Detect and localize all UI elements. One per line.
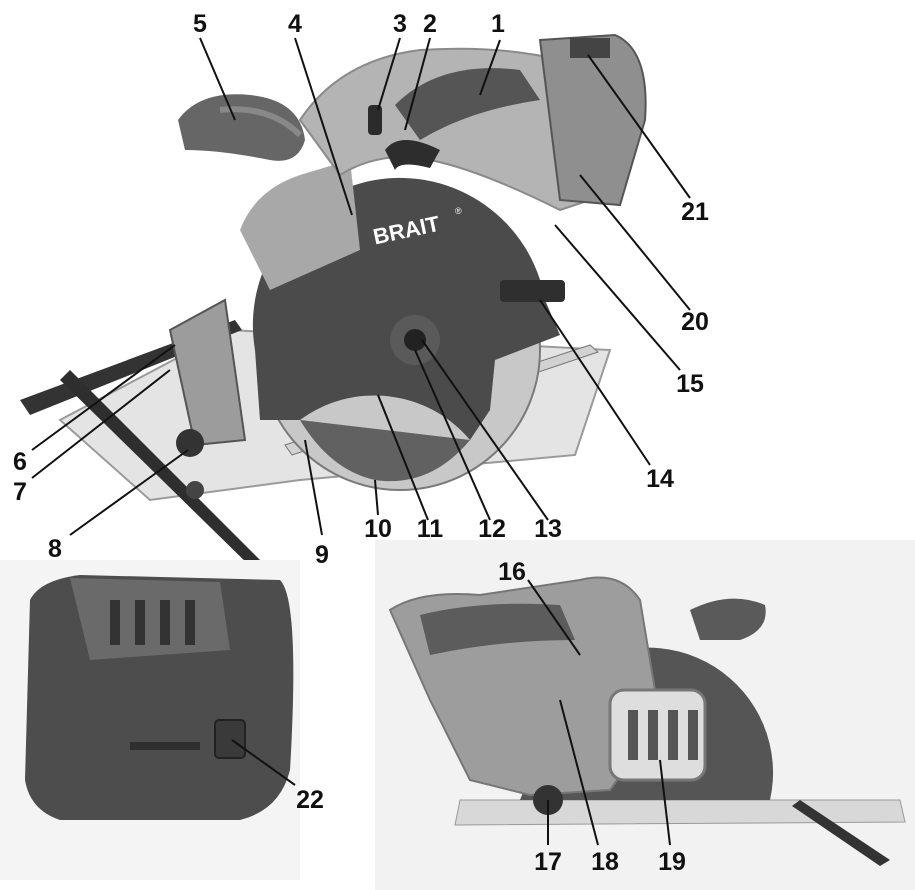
side-handle-grip	[420, 603, 575, 655]
motor-housing	[240, 160, 360, 290]
callout-20: 20	[681, 308, 709, 336]
callout-5: 5	[193, 10, 207, 38]
callout-17: 17	[534, 848, 562, 876]
auxiliary-handle	[178, 94, 305, 161]
callout-labels: 1 2 3 4 5 6 7 8 9 10 11 12 13 14 15 16 1…	[13, 10, 709, 876]
callout-15: 15	[676, 370, 704, 398]
brand-logo-mark: ®	[455, 206, 462, 216]
callout-4: 4	[288, 10, 302, 38]
depth-lock-knob	[176, 429, 204, 457]
bevel-bracket	[168, 298, 247, 447]
saw-side-view	[375, 540, 915, 890]
side-aux-handle	[690, 598, 766, 640]
callout-19: 19	[658, 848, 686, 876]
callout-2: 2	[423, 10, 437, 38]
depth-adjust-lever	[500, 280, 565, 302]
callout-7: 7	[13, 478, 27, 506]
charge-indicator-button	[214, 719, 246, 759]
battery-closeup-terminal	[70, 578, 230, 660]
lower-guard-lever	[300, 420, 470, 482]
callout-6: 6	[13, 448, 27, 476]
callout-12: 12	[478, 515, 506, 543]
side-fence	[792, 800, 890, 866]
side-base-plate	[454, 799, 906, 826]
callout-18: 18	[591, 848, 619, 876]
battery-pack	[538, 33, 647, 207]
callout-21: 21	[681, 198, 709, 226]
callout-8: 8	[48, 535, 62, 563]
rip-fence-arm	[60, 370, 270, 574]
spindle-nut	[404, 329, 426, 351]
callout-3: 3	[393, 10, 407, 38]
battery-contacts	[570, 38, 610, 58]
callout-16: 16	[498, 558, 526, 586]
callout-10: 10	[364, 515, 392, 543]
callout-13: 13	[534, 515, 562, 543]
callout-1: 1	[491, 10, 505, 38]
battery-closeup	[0, 560, 300, 880]
leader-lines	[31, 37, 691, 846]
main-handle-grip	[395, 68, 540, 140]
main-saw-illustration: BRAIT ®	[20, 33, 647, 574]
callout-14: 14	[646, 465, 674, 493]
switch-trigger	[385, 140, 440, 170]
callout-11: 11	[417, 515, 444, 543]
callout-9: 9	[315, 541, 329, 569]
callout-22: 22	[296, 786, 324, 814]
lock-off-button	[368, 105, 382, 135]
